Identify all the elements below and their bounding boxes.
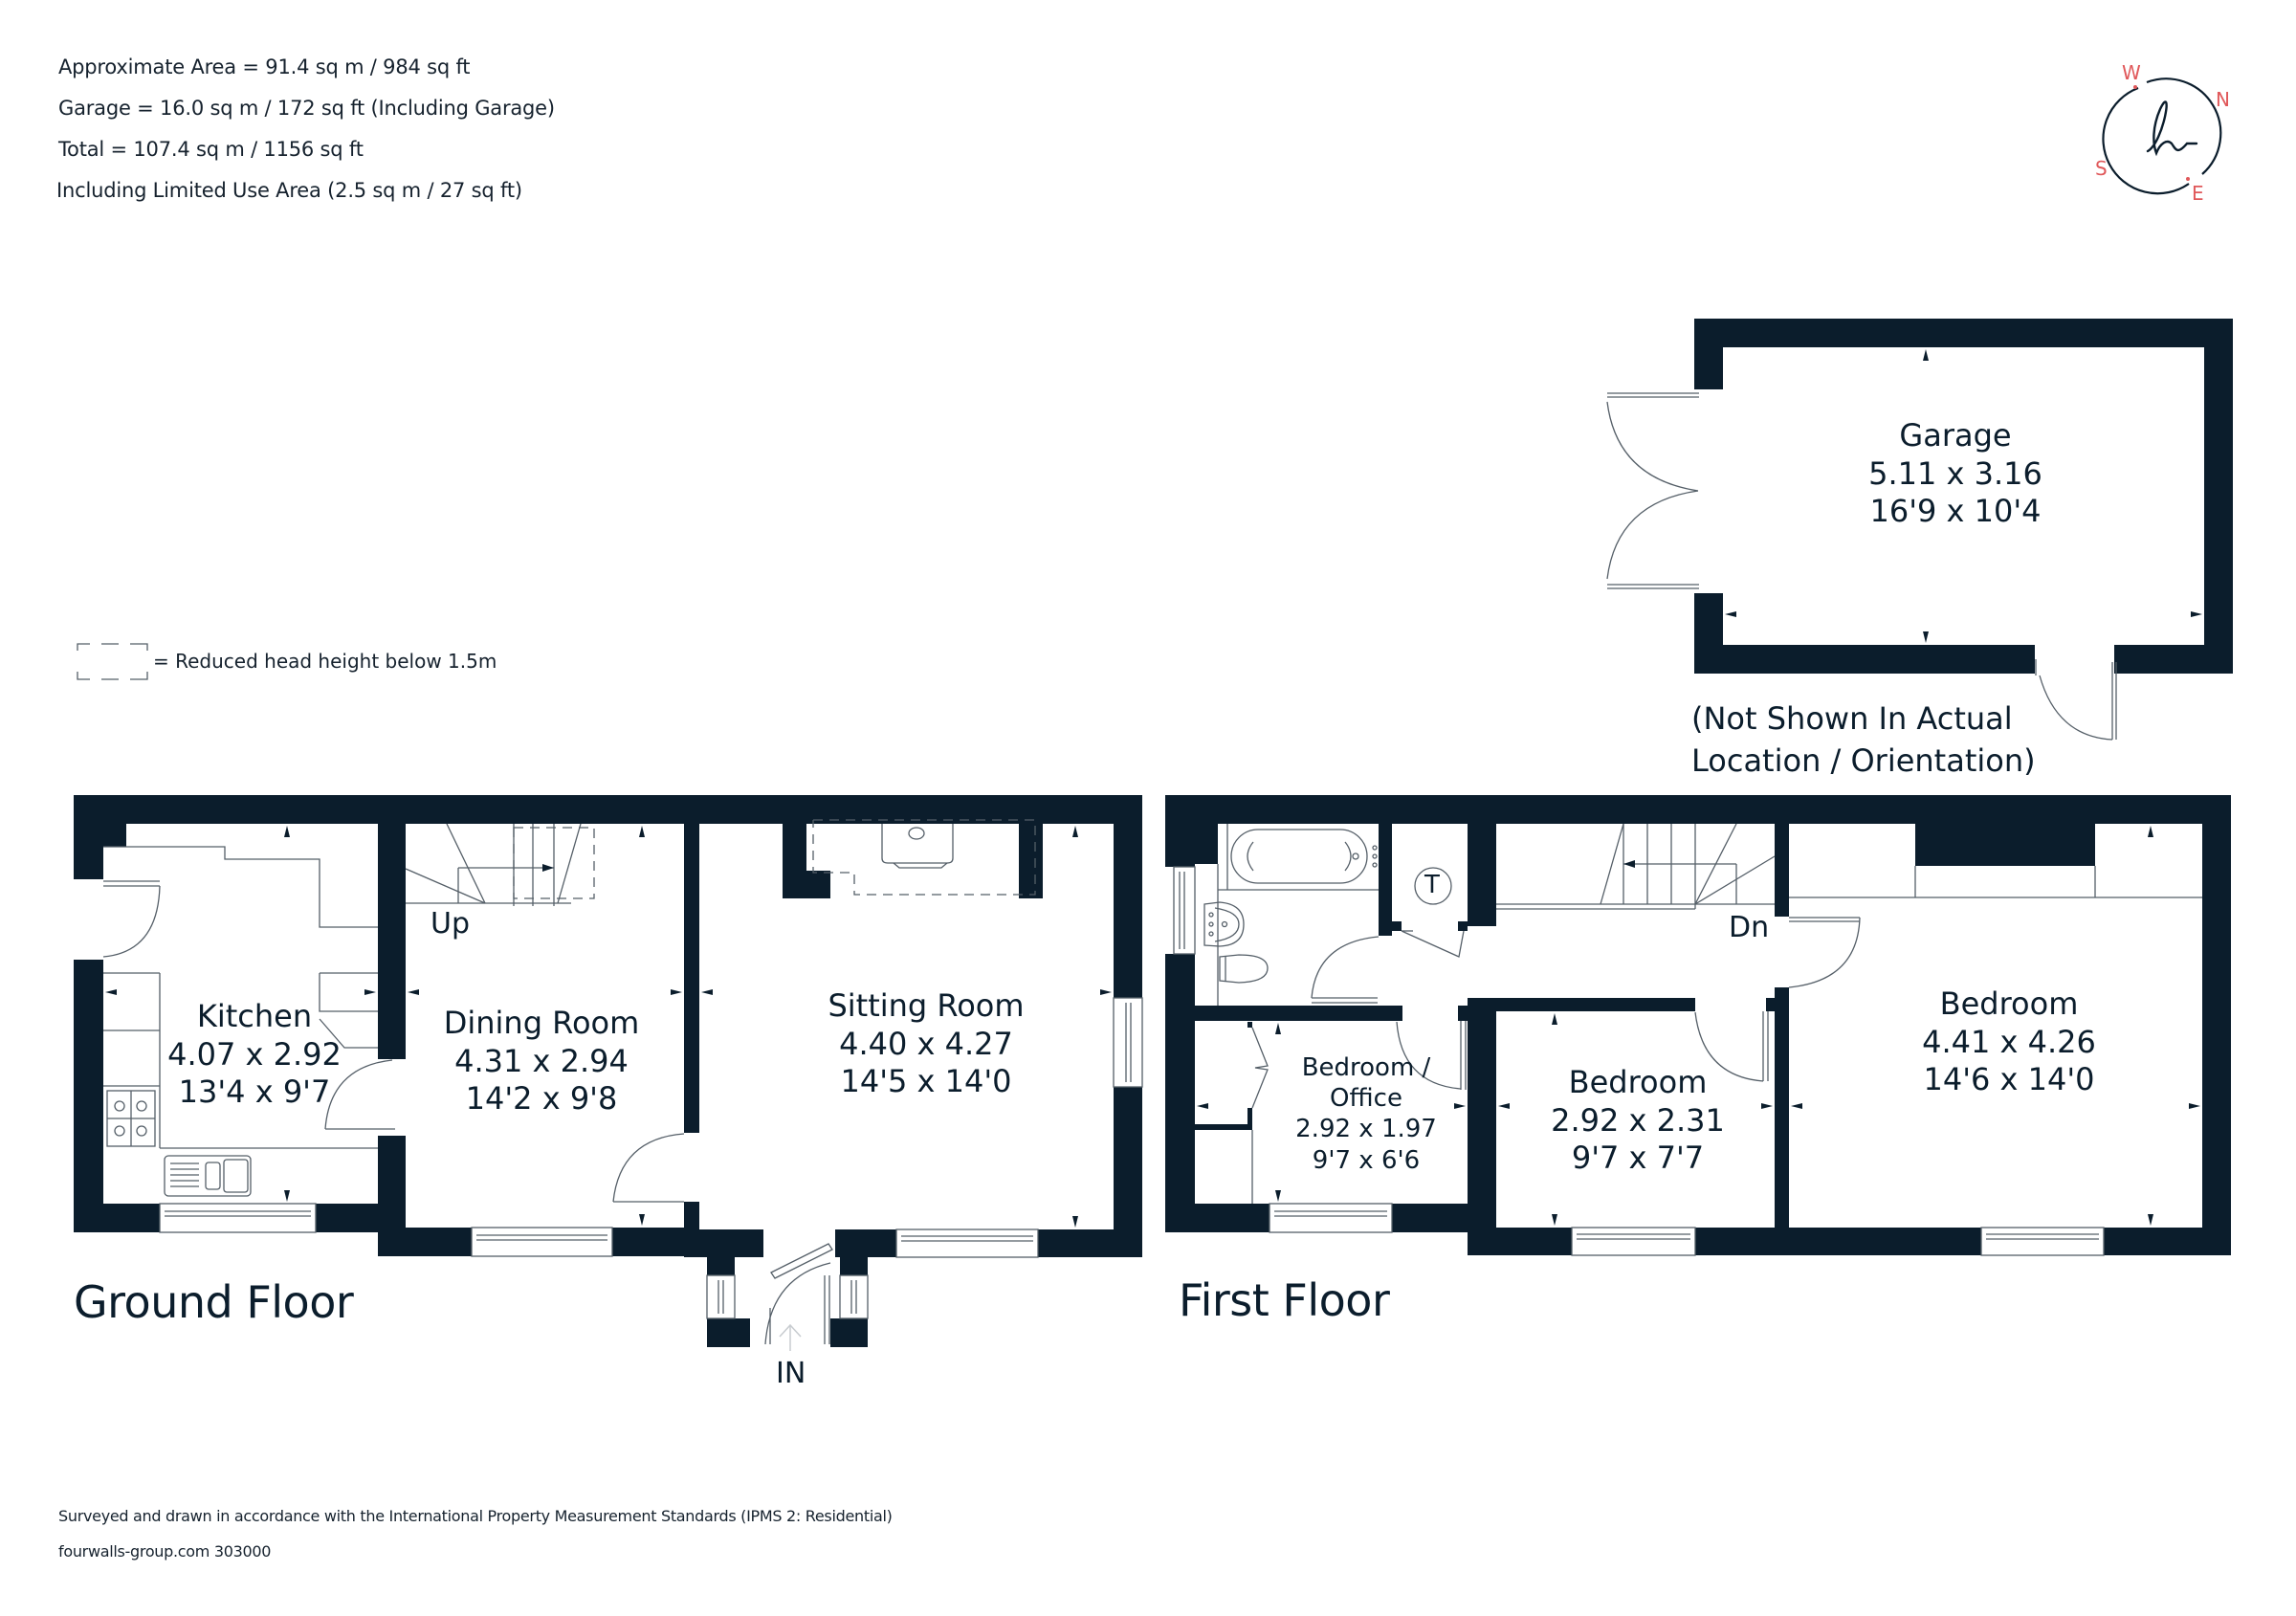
stairs-down-label: Dn [1729,911,1770,944]
room-bedroom-2: Bedroom 2.92 x 2.31 9'7 x 7'7 [1542,1064,1733,1178]
note-line-2: Location / Orientation) [1691,742,2036,779]
total-area-text: Total = 107.4 sq m / 1156 sq ft [58,138,364,161]
room-name: Sitting Room [828,987,1025,1024]
ground-floor-dimension-arrows [105,826,1112,1228]
room-name: Dining Room [443,1005,640,1041]
ground-floor-fixtures [102,823,833,1345]
approximate-area-text: Approximate Area = 91.4 sq m / 984 sq ft [58,55,471,78]
room-name: Bedroom [1568,1064,1708,1100]
first-floor-dimension-arrows [1197,826,2200,1226]
ground-floor-windows [159,997,1143,1319]
legend-label: = Reduced head height below 1.5m [153,650,497,673]
room-garage: Garage 5.11 x 3.16 16'9 x 10'4 [1860,417,2051,531]
entrance-label: IN [776,1357,806,1390]
room-name: Kitchen [196,998,313,1034]
reduced-head-height-areas [513,819,1036,899]
first-floor-title: First Floor [1179,1274,1390,1326]
room-name: Bedroom [1939,985,2079,1022]
room-metric: 4.40 x 4.27 [839,1025,1013,1062]
stairs-up-label: Up [430,907,471,941]
garage-dimension-arrows [1725,349,2202,643]
room-bedroom-office: Bedroom / Office 2.92 x 1.97 9'7 x 6'6 [1280,1052,1452,1176]
tank-cupboard-icon [1414,867,1452,905]
room-metric: 4.41 x 4.26 [1922,1023,2096,1060]
room-metric: 2.92 x 1.97 [1295,1115,1437,1144]
room-imperial: 16'9 x 10'4 [1869,493,2042,530]
room-imperial: 9'7 x 7'7 [1571,1140,1705,1177]
garage-doors [1606,392,2117,741]
compass-logo-icon [2102,77,2222,195]
compass-east: E [2192,182,2204,205]
room-bedroom-1: Bedroom 4.41 x 4.26 14'6 x 14'0 [1894,985,2124,1099]
room-metric: 4.07 x 2.92 [167,1035,342,1073]
room-name: Bedroom / [1301,1053,1431,1082]
room-metric: 5.11 x 3.16 [1868,454,2042,492]
garage-area-text: Garage = 16.0 sq m / 172 sq ft (Includin… [58,97,555,120]
compass-south: S [2095,157,2108,180]
entrance-arrow-icon [779,1323,802,1351]
company-reference: fourwalls-group.com 303000 [58,1542,272,1561]
first-floor-walls [1165,795,2231,1255]
note-line-1: (Not Shown In Actual [1691,700,2013,737]
garage-plan [1694,319,2233,674]
room-name: Garage [1899,417,2012,454]
room-imperial: 13'4 x 9'7 [178,1074,331,1111]
compass-west: W [2122,61,2141,84]
limited-use-area-text: Including Limited Use Area (2.5 sq m / 2… [56,179,522,202]
measurement-standard-note: Surveyed and drawn in accordance with th… [58,1507,893,1525]
garage-location-note: (Not Shown In Actual Location / Orientat… [1691,698,2036,782]
first-floor-windows [1173,866,2105,1256]
room-metric: 4.31 x 2.94 [454,1042,629,1079]
ground-floor-walls [74,795,1142,1347]
room-sitting-room: Sitting Room 4.40 x 4.27 14'5 x 14'0 [802,987,1050,1101]
ground-floor-title: Ground Floor [74,1276,354,1328]
first-floor-fixtures [1203,823,2202,1204]
room-metric: 2.92 x 2.31 [1551,1101,1725,1139]
sitting-room-fireplace [881,824,954,869]
room-kitchen: Kitchen 4.07 x 2.92 13'4 x 9'7 [159,998,350,1112]
room-imperial: 14'6 x 14'0 [1923,1061,2095,1098]
room-imperial: 14'5 x 14'0 [840,1063,1012,1100]
compass-north: N [2216,88,2230,111]
room-dining-room: Dining Room 4.31 x 2.94 14'2 x 9'8 [427,1005,656,1118]
room-imperial: 9'7 x 6'6 [1312,1145,1421,1175]
legend-dashed-box-icon [77,643,148,680]
room-imperial: 14'2 x 9'8 [465,1080,618,1118]
room-name-line-2: Office [1330,1084,1402,1114]
tank-cupboard-label: T [1424,871,1440,899]
